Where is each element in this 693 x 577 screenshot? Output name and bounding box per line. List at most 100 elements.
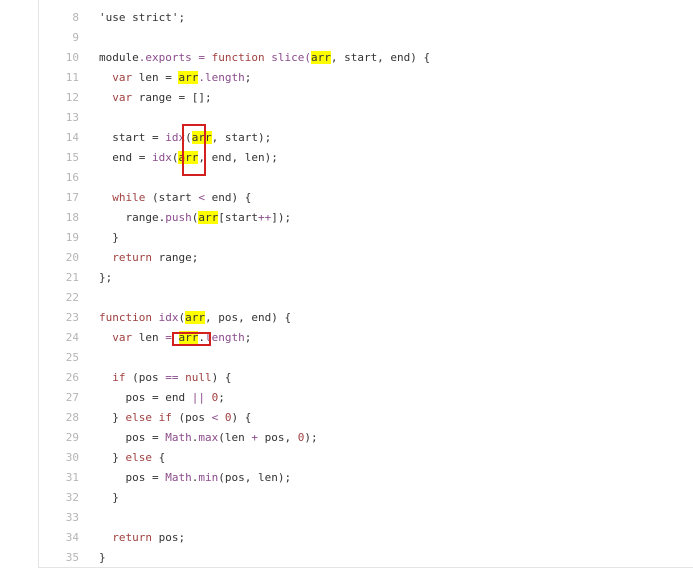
- code-text: } else {: [99, 448, 165, 468]
- code-token: pos =: [99, 431, 166, 444]
- code-token: (pos, len);: [218, 471, 292, 484]
- code-token: while: [112, 191, 146, 204]
- code-token: , start, end) {: [330, 51, 431, 64]
- code-token: =: [165, 331, 172, 344]
- code-token: [99, 71, 112, 84]
- code-text: pos = end || 0;: [99, 388, 225, 408]
- code-text: if (pos == null) {: [99, 368, 232, 388]
- code-token: ;: [244, 71, 252, 84]
- code-token: slice(: [264, 51, 311, 64]
- code-token: pos,: [257, 431, 298, 444]
- line-number: 27: [65, 391, 79, 404]
- code-token: }: [99, 411, 126, 424]
- code-token: function: [211, 51, 265, 64]
- code-token: pos = end: [99, 391, 192, 404]
- code-token: ++: [257, 211, 272, 224]
- code-text: end = idx(arr, end, len);: [99, 148, 278, 168]
- code-token: end) {: [204, 191, 252, 204]
- code-token: {: [152, 451, 166, 464]
- code-token: var: [112, 91, 133, 104]
- code-token: var: [112, 71, 133, 84]
- code-token: [99, 531, 112, 544]
- code-token: start =: [99, 131, 166, 144]
- code-text: }: [99, 488, 119, 508]
- code-token: );: [304, 431, 318, 444]
- code-token: };: [99, 271, 113, 284]
- code-text: start = idx(arr, start);: [99, 128, 271, 148]
- code-token: if: [112, 371, 126, 384]
- line-number: 25: [65, 351, 79, 364]
- code-token: (: [185, 131, 192, 144]
- code-token: [172, 331, 179, 344]
- code-text: var len = arr.length;: [99, 68, 251, 88]
- highlighted-token: arr: [178, 331, 199, 344]
- code-token: [99, 331, 112, 344]
- line-number: 28: [65, 411, 79, 424]
- code-token: ;: [218, 391, 225, 404]
- code-token: 0: [224, 411, 232, 424]
- highlighted-token: arr: [198, 211, 219, 224]
- code-text: module.exports = function slice(arr, sta…: [99, 48, 430, 68]
- code-text: var len = arr.length;: [99, 328, 251, 348]
- line-number: 19: [65, 231, 79, 244]
- code-token: .: [191, 471, 199, 484]
- code-token: range;: [152, 251, 199, 264]
- code-token: }: [99, 231, 119, 244]
- code-text: pos = Math.min(pos, len);: [99, 468, 291, 488]
- code-token: , pos, end) {: [204, 311, 292, 324]
- code-token: pos =: [99, 471, 166, 484]
- code-token: .: [191, 431, 199, 444]
- code-token: idx: [151, 151, 172, 164]
- code-text: }: [99, 228, 119, 248]
- code-token: [99, 91, 112, 104]
- line-number: 22: [65, 291, 79, 304]
- code-token: ;: [244, 331, 252, 344]
- code-token: (len: [218, 431, 252, 444]
- code-token: }: [99, 491, 119, 504]
- line-number: 15: [65, 151, 79, 164]
- line-number: 10: [65, 51, 79, 64]
- highlighted-token: arr: [185, 311, 205, 324]
- line-number: 17: [65, 191, 79, 204]
- line-number: 14: [65, 131, 79, 144]
- highlighted-token: arr: [310, 51, 331, 64]
- code-token: return: [112, 531, 152, 544]
- code-token: [218, 411, 225, 424]
- code-token: max: [198, 431, 219, 444]
- code-token: (start: [145, 191, 199, 204]
- line-number: 24: [65, 331, 79, 344]
- code-token: else: [125, 451, 153, 464]
- line-number: 34: [65, 531, 79, 544]
- line-number: 16: [65, 171, 79, 184]
- code-token: }: [99, 551, 106, 564]
- code-token: <: [198, 191, 205, 204]
- code-token: [205, 391, 212, 404]
- line-number: 18: [65, 211, 79, 224]
- code-token: <: [211, 411, 219, 424]
- line-number: 33: [65, 511, 79, 524]
- code-token: =: [191, 51, 212, 64]
- code-token: return: [112, 251, 152, 264]
- code-text: while (start < end) {: [99, 188, 251, 208]
- highlighted-token: arr: [178, 151, 199, 164]
- highlighted-token: arr: [191, 131, 212, 144]
- code-token: (pos: [125, 371, 166, 384]
- code-token: ||: [191, 391, 205, 404]
- line-number: 35: [65, 551, 79, 564]
- code-token: [152, 311, 159, 324]
- highlighted-token: arr: [178, 71, 199, 84]
- code-text: 'use strict';: [99, 8, 185, 28]
- code-token: , start);: [211, 131, 272, 144]
- code-token: ) {: [231, 411, 252, 424]
- line-number: 11: [65, 71, 79, 84]
- code-token: len =: [132, 71, 179, 84]
- code-token: +: [251, 431, 258, 444]
- code-token: (pos: [171, 411, 212, 424]
- code-text: }: [99, 548, 106, 568]
- code-token: ) {: [211, 371, 232, 384]
- code-token: idx: [165, 131, 186, 144]
- code-token: [99, 191, 112, 204]
- code-token: (: [178, 311, 186, 324]
- code-text: } else if (pos < 0) {: [99, 408, 251, 428]
- code-token: 0: [211, 391, 219, 404]
